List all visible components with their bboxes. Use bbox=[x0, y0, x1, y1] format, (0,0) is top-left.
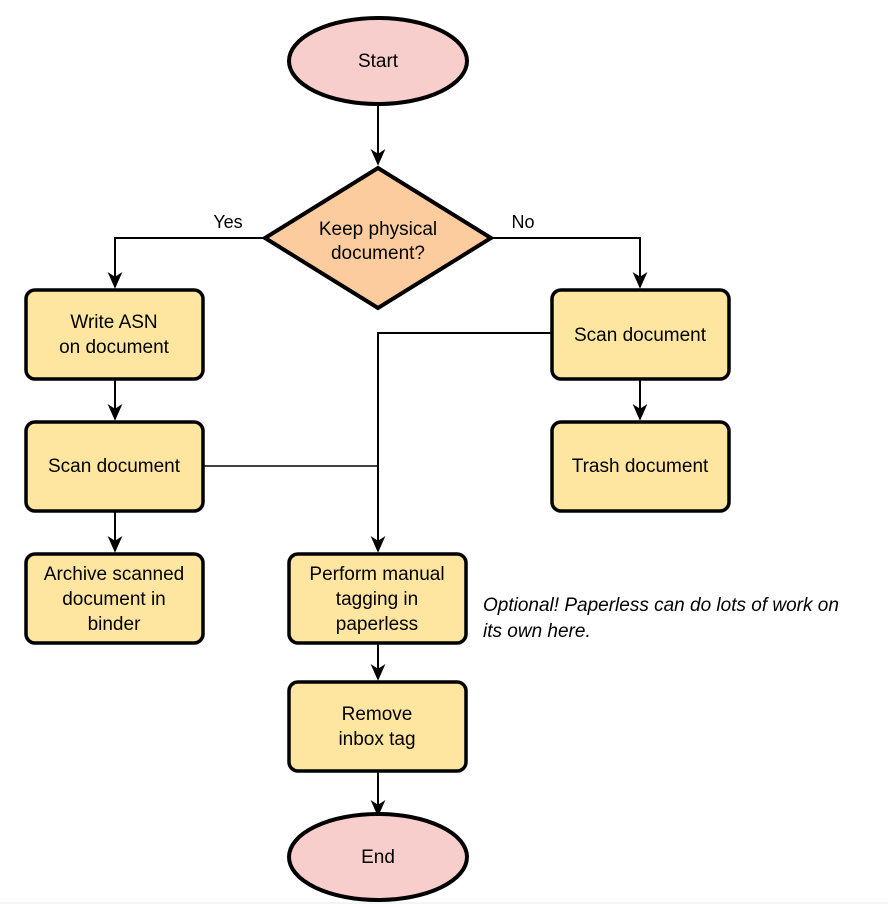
annotation-line1: Optional! Paperless can do lots of work … bbox=[483, 595, 839, 616]
scan-left-label: Scan document bbox=[48, 456, 181, 477]
node-start[interactable]: Start bbox=[287, 16, 469, 106]
trash-label: Trash document bbox=[572, 456, 709, 477]
write-asn-label-line2: on document bbox=[59, 337, 170, 358]
start-label: Start bbox=[358, 51, 399, 72]
tagging-label-line1: Perform manual bbox=[309, 564, 444, 585]
node-archive-scanned-document[interactable]: Archive scanned document in binder bbox=[24, 552, 205, 645]
decision-label-line1: Keep physical bbox=[319, 219, 437, 240]
tagging-label-line3: paperless bbox=[336, 614, 418, 635]
remove-inbox-box bbox=[287, 680, 468, 773]
end-ellipse bbox=[287, 812, 469, 902]
node-decision-keep-physical-document[interactable]: Keep physical document? bbox=[261, 165, 495, 311]
edge-label-yes: Yes bbox=[213, 212, 242, 232]
trash-box bbox=[550, 420, 731, 513]
write-asn-box bbox=[24, 288, 205, 381]
decision-label-line2: document? bbox=[331, 243, 425, 264]
edge-scan-right-to-tagging bbox=[370, 332, 552, 553]
start-ellipse bbox=[287, 16, 469, 106]
scan-left-box bbox=[24, 420, 205, 513]
tagging-box bbox=[287, 552, 468, 645]
annotation-optional-paperless: Optional! Paperless can do lots of work … bbox=[483, 595, 839, 642]
decision-diamond bbox=[261, 165, 495, 311]
scan-right-label: Scan document bbox=[574, 325, 707, 346]
node-end[interactable]: End bbox=[287, 812, 469, 902]
end-label: End bbox=[361, 847, 395, 868]
node-write-asn-on-document[interactable]: Write ASN on document bbox=[24, 288, 205, 381]
edge-label-no: No bbox=[511, 212, 534, 232]
archive-label-line3: binder bbox=[88, 614, 141, 635]
node-remove-inbox-tag[interactable]: Remove inbox tag bbox=[287, 680, 468, 773]
node-trash-document[interactable]: Trash document bbox=[550, 420, 731, 513]
node-scan-document-right[interactable]: Scan document bbox=[550, 288, 731, 381]
tagging-label-line2: tagging in bbox=[336, 589, 418, 610]
archive-label-line1: Archive scanned bbox=[44, 564, 184, 585]
remove-inbox-label-line1: Remove bbox=[342, 704, 413, 725]
write-asn-label-line1: Write ASN bbox=[70, 312, 157, 333]
archive-label-line2: document in bbox=[62, 589, 166, 610]
edge-decision-no-to-scan-right bbox=[491, 237, 648, 289]
archive-box bbox=[24, 552, 205, 645]
node-scan-document-left[interactable]: Scan document bbox=[24, 420, 205, 513]
annotation-line2: its own here. bbox=[483, 621, 591, 642]
edge-decision-yes-to-write-asn bbox=[107, 237, 265, 289]
scan-right-box bbox=[550, 288, 731, 381]
node-perform-manual-tagging[interactable]: Perform manual tagging in paperless bbox=[287, 552, 468, 645]
remove-inbox-label-line2: inbox tag bbox=[338, 729, 415, 750]
